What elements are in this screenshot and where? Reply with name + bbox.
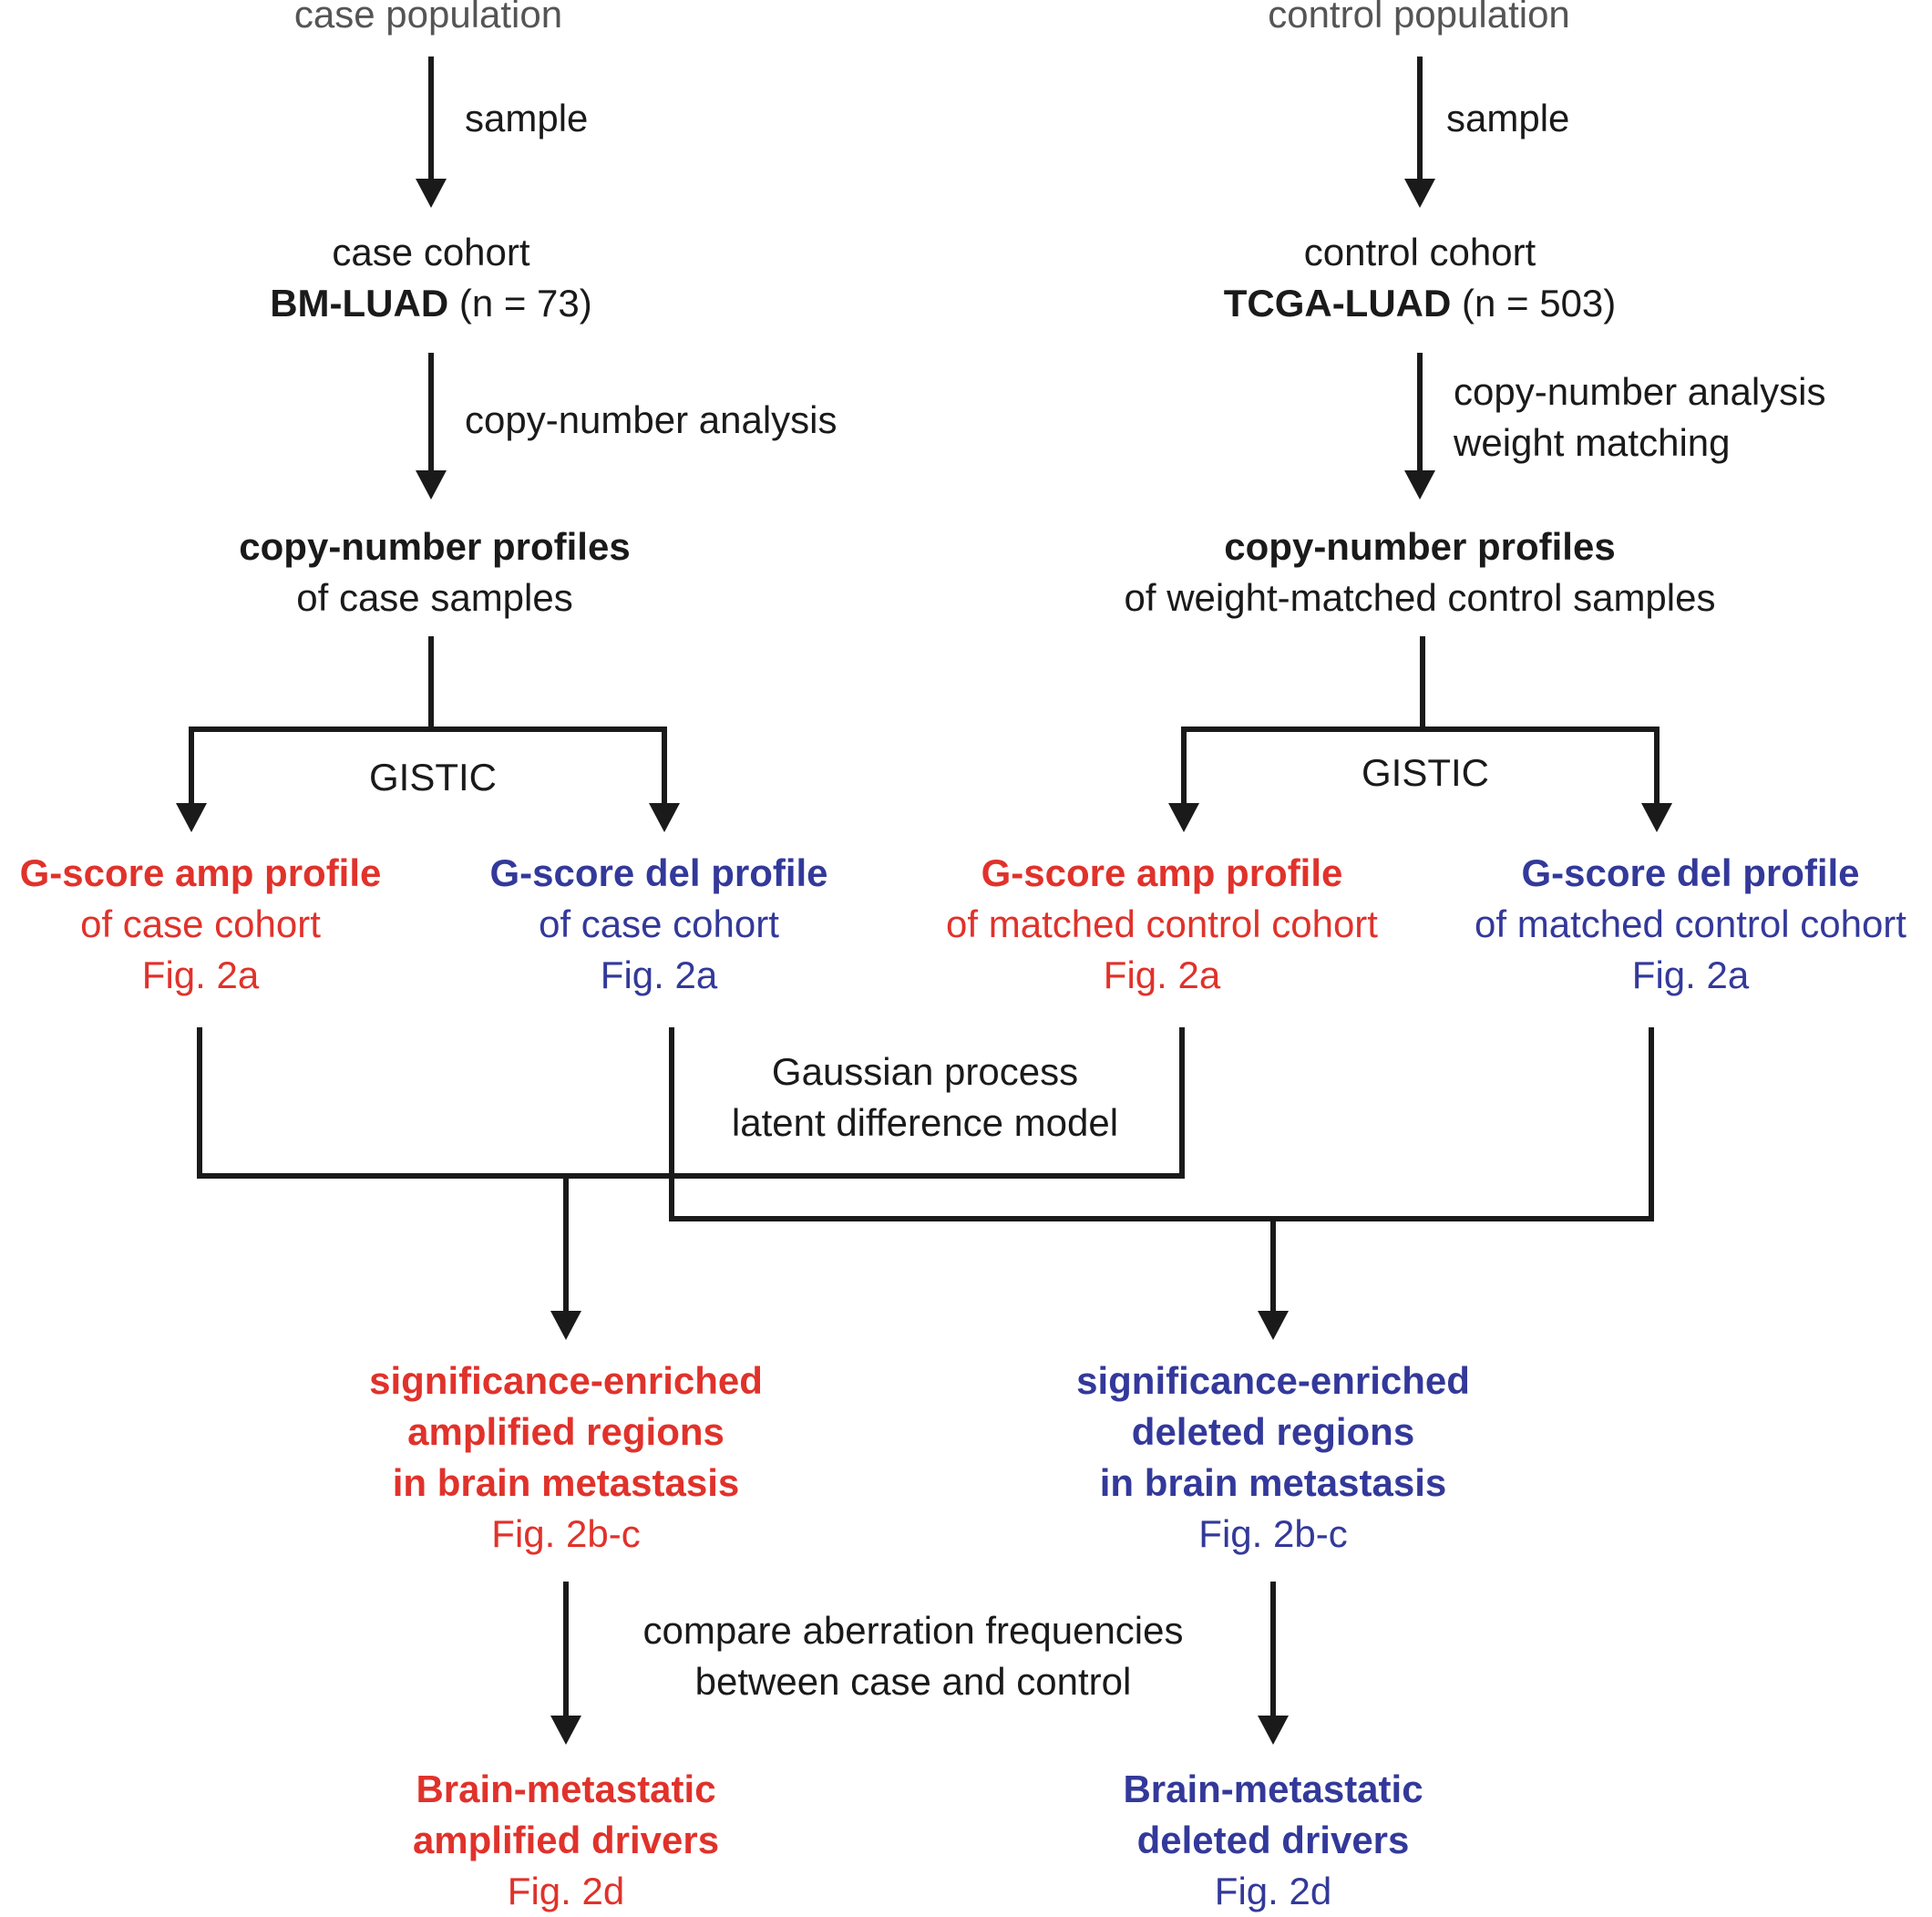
case-cohort-n: (n = 73): [448, 282, 592, 325]
control-cohort-title: control cohort: [1303, 231, 1536, 273]
case-amp-profile-node: G-score amp profile of case cohort Fig. …: [20, 848, 382, 1001]
compare-line2: between case and control: [694, 1660, 1132, 1703]
gistic-case-branch: [189, 727, 667, 807]
del-drivers-node: Brain-metastatic deleted drivers Fig. 2d: [1123, 1764, 1423, 1917]
del-drivers-fig: Fig. 2d: [1214, 1870, 1332, 1912]
case-del-profile-node: G-score del profile of case cohort Fig. …: [489, 848, 827, 1001]
model-line2: latent difference model: [731, 1101, 1119, 1144]
del-drivers-line1: Brain-metastatic: [1123, 1768, 1423, 1810]
control-profiles-sub: of weight-matched control samples: [1124, 576, 1716, 619]
control-amp-title: G-score amp profile: [981, 851, 1343, 894]
case-del-fig: Fig. 2a: [600, 953, 718, 996]
del-enriched-line3: in brain metastasis: [1099, 1461, 1447, 1504]
case-analysis-label: copy-number analysis: [465, 398, 838, 441]
arrowhead-del-drivers: [1258, 1716, 1289, 1745]
case-population-label: case population: [293, 0, 563, 36]
model-label: Gaussian process latent difference model: [732, 1046, 1118, 1149]
del-enriched-line2: deleted regions: [1131, 1410, 1415, 1453]
del-enriched-line1: significance-enriched: [1076, 1359, 1470, 1402]
control-del-sub: of matched control cohort: [1475, 902, 1906, 945]
arrowhead-amp-enriched: [550, 1311, 581, 1340]
control-gistic-label: GISTIC: [1361, 751, 1490, 794]
compare-label: compare aberration frequencies between c…: [642, 1605, 1183, 1707]
arrowhead-control-sample: [1404, 179, 1435, 208]
case-cohort-name-line: BM-LUAD (n = 73): [270, 278, 592, 329]
case-gistic-label: GISTIC: [368, 756, 498, 799]
del-enriched-node: significance-enriched deleted regions in…: [1076, 1355, 1470, 1560]
control-population-label: control population: [1268, 0, 1570, 36]
control-cohort-node: control cohort TCGA-LUAD (n = 503): [1224, 227, 1617, 329]
case-sample-label: sample: [465, 97, 589, 139]
control-analysis-line2: weight matching: [1454, 421, 1731, 464]
arrowhead-amp-drivers: [550, 1716, 581, 1745]
control-analysis-label: copy-number analysis weight matching: [1454, 366, 1826, 469]
amp-enriched-line3: in brain metastasis: [392, 1461, 740, 1504]
control-cohort-name: TCGA-LUAD: [1223, 282, 1452, 325]
case-profiles-title: copy-number profiles: [239, 525, 631, 568]
case-del-title: G-score del profile: [489, 851, 828, 894]
case-cohort-title: case cohort: [332, 231, 530, 273]
control-amp-sub: of matched control cohort: [946, 902, 1378, 945]
control-amp-profile-node: G-score amp profile of matched control c…: [946, 848, 1378, 1001]
arrowhead-case-del: [649, 803, 680, 832]
arrowhead-control-analysis: [1404, 470, 1435, 500]
control-analysis-line1: copy-number analysis: [1454, 370, 1826, 413]
amp-enriched-fig: Fig. 2b-c: [491, 1512, 641, 1555]
case-amp-title: G-score amp profile: [19, 851, 382, 894]
case-profiles-node: copy-number profiles of case samples: [239, 521, 630, 624]
control-amp-fig: Fig. 2a: [1103, 953, 1221, 996]
control-profiles-title: copy-number profiles: [1224, 525, 1616, 568]
model-line1: Gaussian process: [771, 1050, 1079, 1093]
arrowhead-case-analysis: [416, 470, 447, 500]
amp-drivers-line1: Brain-metastatic: [416, 1768, 716, 1810]
amp-drivers-node: Brain-metastatic amplified drivers Fig. …: [413, 1764, 719, 1917]
case-amp-sub: of case cohort: [80, 902, 321, 945]
case-amp-fig: Fig. 2a: [141, 953, 260, 996]
amp-merge-connector: [197, 1027, 1185, 1179]
del-drivers-line2: deleted drivers: [1136, 1819, 1410, 1861]
case-del-sub: of case cohort: [539, 902, 779, 945]
case-cohort-name: BM-LUAD: [270, 282, 449, 325]
del-merge-connector: [669, 1027, 1654, 1221]
arrowhead-del-enriched: [1258, 1311, 1289, 1340]
gistic-control-branch: [1181, 727, 1660, 807]
case-profiles-sub: of case samples: [296, 576, 573, 619]
compare-line1: compare aberration frequencies: [642, 1609, 1184, 1652]
control-del-profile-node: G-score del profile of matched control c…: [1475, 848, 1906, 1001]
amp-enriched-node: significance-enriched amplified regions …: [369, 1355, 763, 1560]
arrowhead-control-amp: [1168, 803, 1199, 832]
case-cohort-node: case cohort BM-LUAD (n = 73): [270, 227, 592, 329]
amp-enriched-line1: significance-enriched: [369, 1359, 763, 1402]
amp-drivers-line2: amplified drivers: [412, 1819, 720, 1861]
arrowhead-control-del: [1641, 803, 1672, 832]
del-enriched-fig: Fig. 2b-c: [1198, 1512, 1348, 1555]
amp-enriched-line2: amplified regions: [407, 1410, 724, 1453]
control-del-fig: Fig. 2a: [1631, 953, 1750, 996]
amp-drivers-fig: Fig. 2d: [507, 1870, 625, 1912]
control-profiles-node: copy-number profiles of weight-matched c…: [1125, 521, 1716, 624]
control-cohort-n: (n = 503): [1451, 282, 1617, 325]
control-sample-label: sample: [1446, 97, 1570, 139]
arrowhead-case-amp: [176, 803, 207, 832]
control-cohort-name-line: TCGA-LUAD (n = 503): [1224, 278, 1617, 329]
control-del-title: G-score del profile: [1521, 851, 1860, 894]
arrowhead-case-sample: [416, 179, 447, 208]
